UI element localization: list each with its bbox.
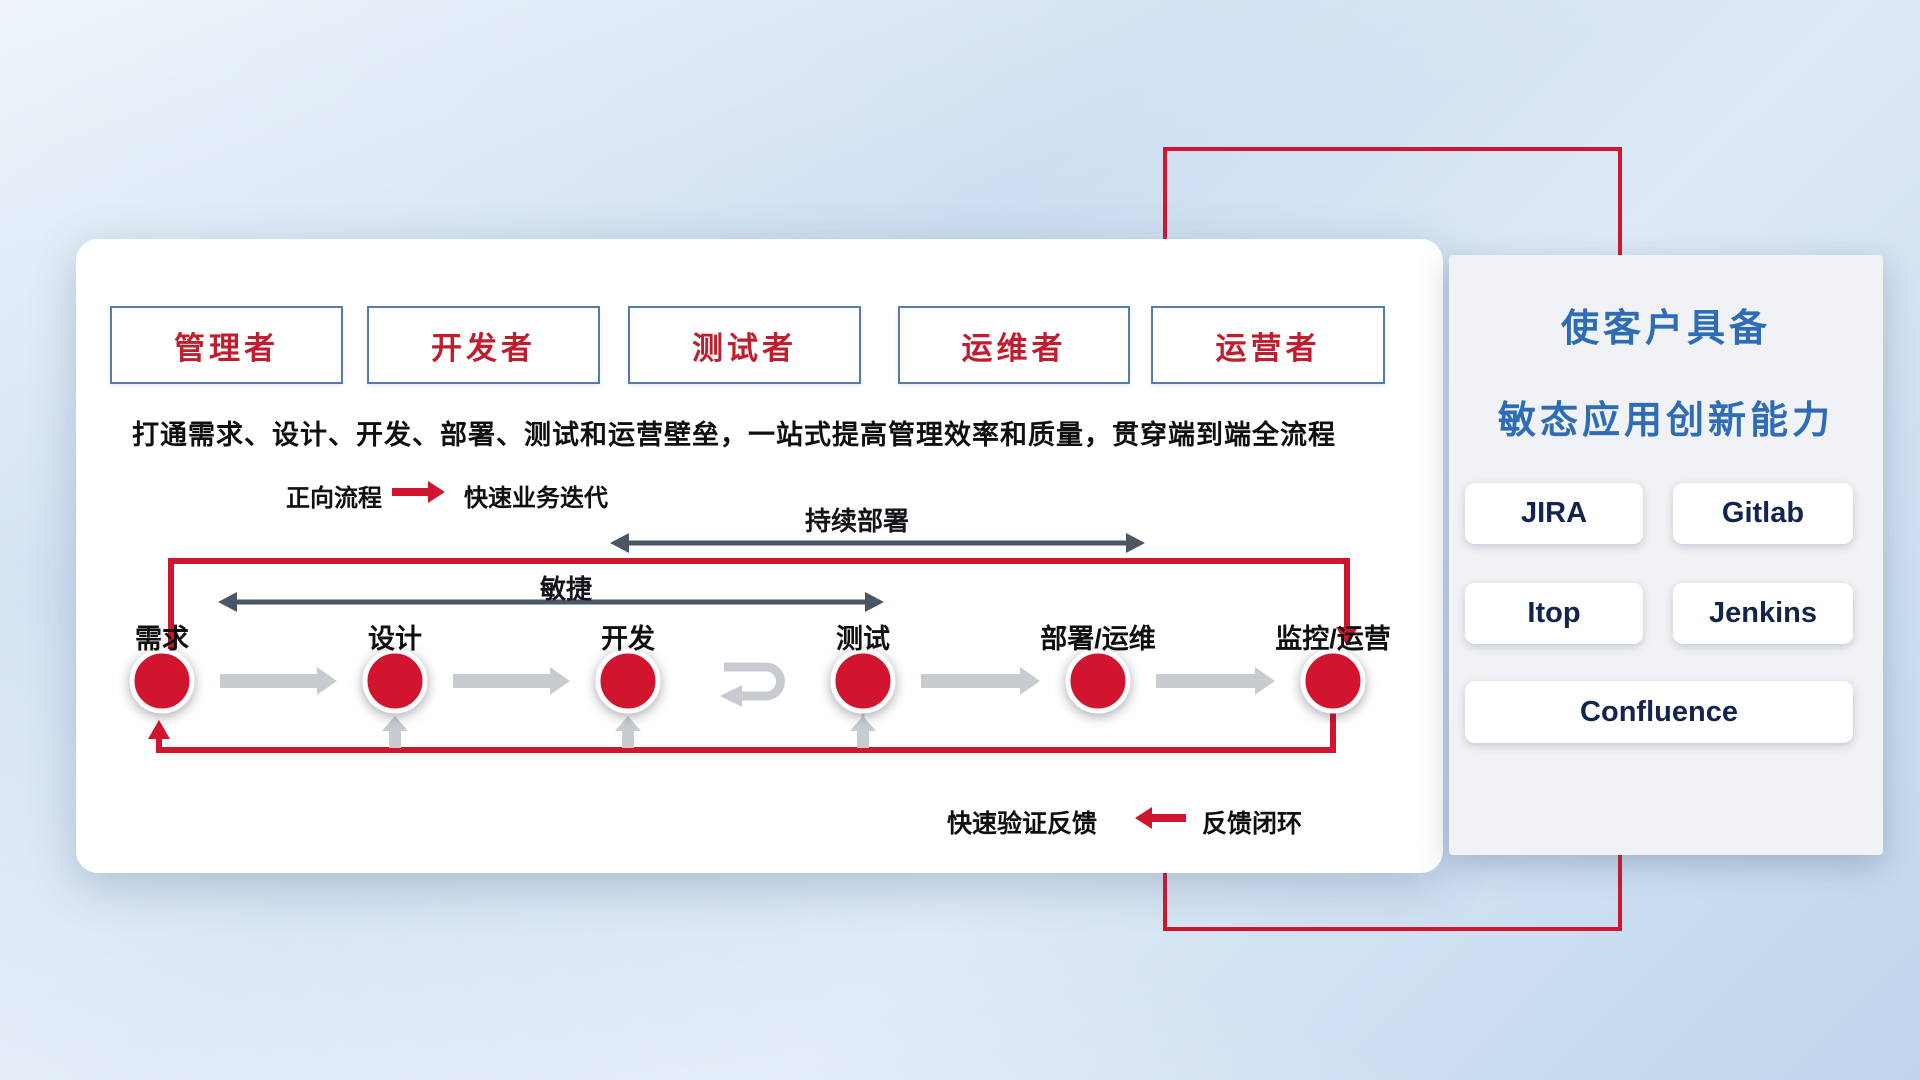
feedback-legend-arrow-icon bbox=[1135, 807, 1186, 829]
feedback-flow-line bbox=[156, 713, 1336, 753]
feedback-up-arrow-icon bbox=[382, 716, 408, 748]
stage-arrow-icon bbox=[453, 667, 570, 695]
tool-gitlab: Gitlab bbox=[1673, 483, 1853, 544]
agile-span-label: 敏捷 bbox=[539, 574, 593, 604]
role-box-tester: 测试者 bbox=[628, 306, 861, 384]
forward-legend-value: 快速业务迭代 bbox=[464, 485, 608, 512]
node-monitor-operate bbox=[1300, 648, 1366, 714]
stage-arrow-icon bbox=[220, 667, 337, 695]
forward-flow-line bbox=[168, 558, 1350, 651]
cd-span-right-arrowhead-icon bbox=[1126, 533, 1145, 553]
capability-panel: 使客户具备 敏态应用创新能力 JIRA Gitlab Itop Jenkins … bbox=[1449, 255, 1883, 855]
feedback-up-arrow-icon bbox=[615, 716, 641, 748]
cd-span-left-arrowhead-icon bbox=[610, 533, 629, 553]
role-box-operator: 运营者 bbox=[1151, 306, 1385, 384]
card-subtitle: 打通需求、设计、开发、部署、测试和运营壁垒，一站式提高管理效率和质量，贯穿端到端… bbox=[132, 420, 1336, 450]
feedback-flow-arrowhead-icon bbox=[148, 720, 170, 739]
tool-itop: Itop bbox=[1465, 583, 1643, 644]
node-label-testing: 测试 bbox=[836, 624, 890, 654]
node-testing bbox=[830, 648, 896, 714]
role-box-developer: 开发者 bbox=[367, 306, 600, 384]
forward-legend-label: 正向流程 bbox=[286, 485, 382, 512]
cd-span-label: 持续部署 bbox=[804, 506, 910, 536]
node-label-requirements: 需求 bbox=[135, 624, 189, 654]
feedback-legend-label: 快速验证反馈 bbox=[946, 810, 1098, 838]
panel-title-line2: 敏态应用创新能力 bbox=[1497, 400, 1834, 442]
forward-legend-arrow-icon bbox=[392, 481, 445, 503]
agile-span-right-arrowhead-icon bbox=[865, 592, 884, 612]
stage-arrow-icon bbox=[1156, 667, 1275, 695]
node-requirements bbox=[129, 648, 195, 714]
tool-jenkins: Jenkins bbox=[1673, 583, 1853, 644]
feedback-up-arrow-icon bbox=[850, 716, 876, 748]
flow-diagram bbox=[129, 481, 1366, 829]
forward-flow-arrowhead-icon bbox=[1336, 627, 1358, 646]
devops-workflow-card: 管理者 开发者 测试者 运维者 运营者 打通需求、设计、开发、部署、测试和运营壁… bbox=[76, 239, 1443, 873]
node-label-design: 设计 bbox=[368, 624, 422, 654]
node-design bbox=[362, 648, 428, 714]
role-box-manager: 管理者 bbox=[110, 306, 343, 384]
tool-jira: JIRA bbox=[1465, 483, 1643, 544]
role-box-ops: 运维者 bbox=[898, 306, 1130, 384]
iteration-loop-arrowhead-icon bbox=[720, 685, 742, 707]
agile-span-left-arrowhead-icon bbox=[218, 592, 237, 612]
node-development bbox=[595, 648, 661, 714]
node-deploy-ops bbox=[1065, 648, 1131, 714]
iteration-loop-icon bbox=[724, 662, 785, 701]
node-label-development: 开发 bbox=[601, 624, 655, 654]
stage-arrow-icon bbox=[921, 667, 1040, 695]
feedback-legend-value: 反馈闭环 bbox=[1201, 810, 1303, 838]
node-label-deploy-ops: 部署/运维 bbox=[1040, 624, 1156, 654]
node-label-monitor-operate: 监控/运营 bbox=[1275, 624, 1391, 654]
tool-confluence: Confluence bbox=[1465, 681, 1853, 743]
panel-title-line1: 使客户具备 bbox=[1560, 308, 1771, 350]
